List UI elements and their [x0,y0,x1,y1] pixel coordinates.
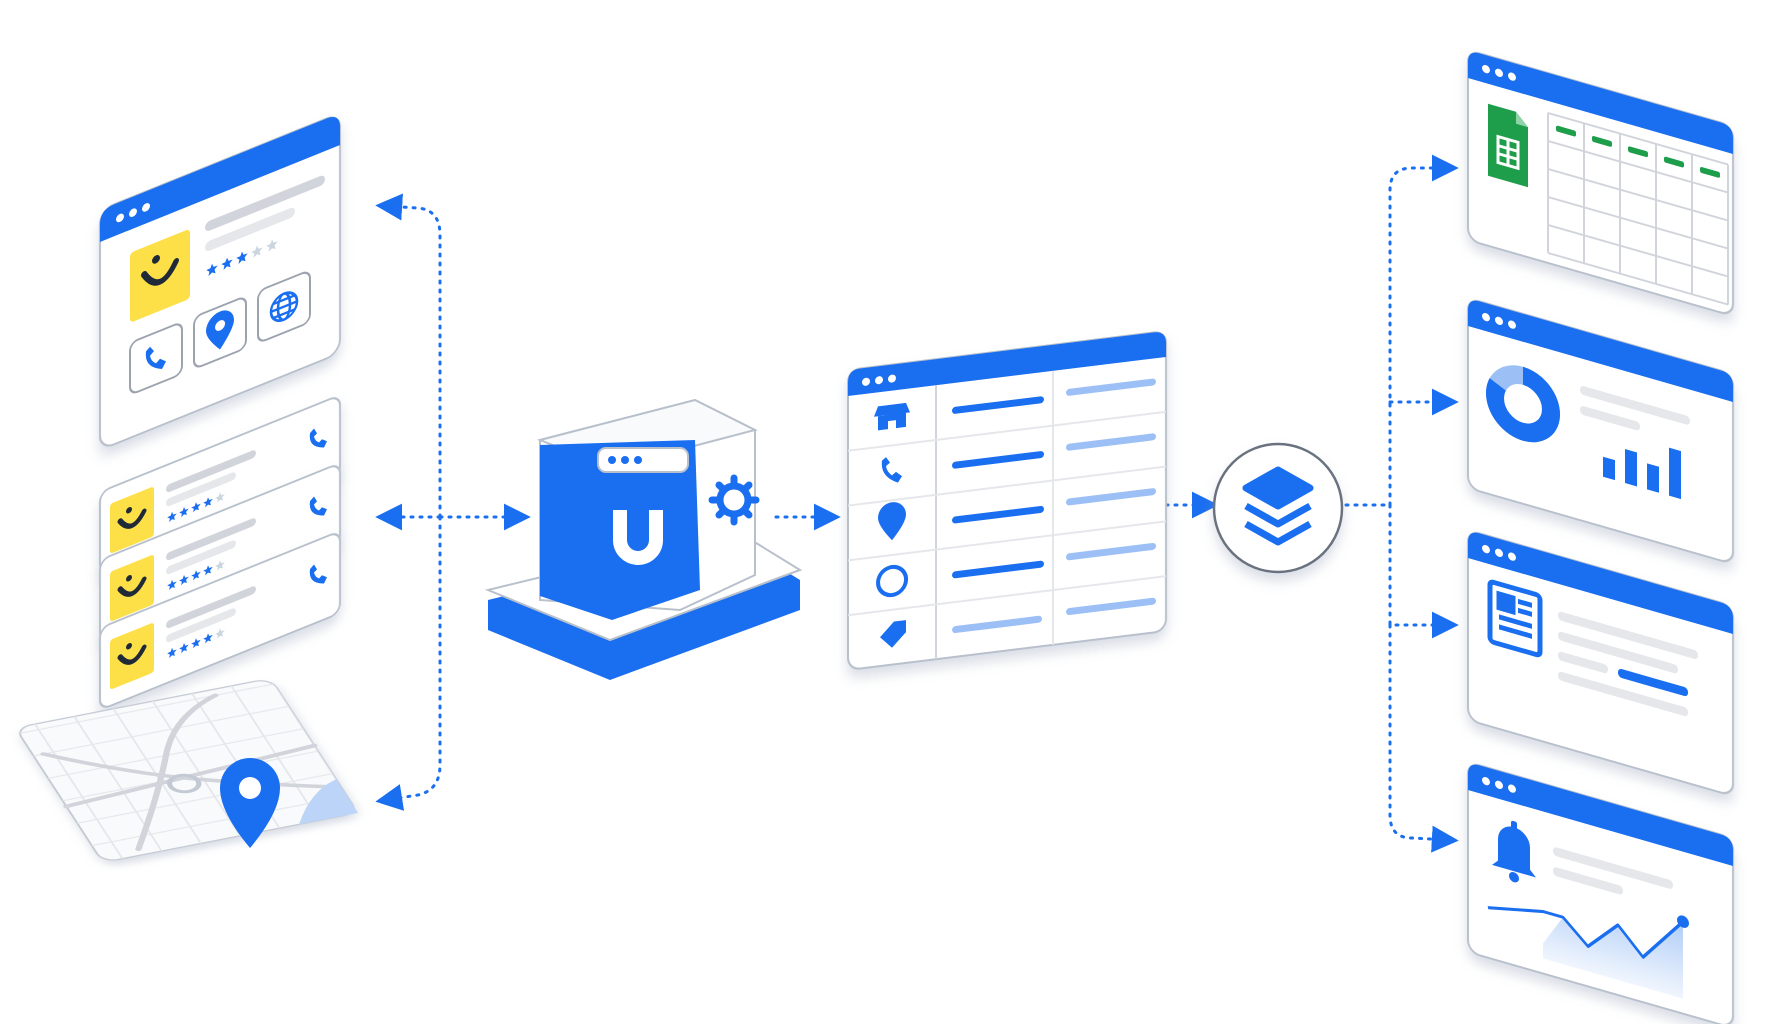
location-pin-icon [878,502,906,541]
star-icon [203,565,213,576]
connectors [375,154,1459,853]
star-icon [251,245,263,258]
location-button[interactable] [193,296,247,369]
bar-chart [1603,447,1681,500]
bar [1625,449,1637,487]
window-controls [1482,313,1516,329]
listing-card[interactable] [99,395,341,574]
star-icon [206,263,218,277]
scraper-engine [484,398,803,680]
connector-to-spreadsheet [1388,154,1459,507]
star-icon [203,497,213,508]
window-controls [1482,65,1516,81]
layers-icon [1242,466,1314,546]
bar [1669,447,1681,500]
window-controls [116,203,150,223]
connector-to-report [1388,503,1459,639]
tag-icon [880,620,906,648]
star-icon [191,570,201,581]
spreadsheet-export [1467,51,1734,315]
donut-segment [1486,365,1560,443]
star-icon [215,492,225,503]
dataset-row[interactable] [874,372,1156,431]
dataset-row[interactable] [848,520,1166,600]
dataset-rows [848,372,1166,653]
star-icon [203,633,213,644]
bell-icon [1492,820,1536,883]
listing-card[interactable] [99,531,341,710]
business-listings [99,395,341,710]
phone-icon [309,564,327,584]
connector-to-alerts [1388,623,1459,853]
header-cell [1628,146,1648,158]
dataset-row[interactable] [848,410,1166,489]
star-icon [179,507,189,518]
listing-card[interactable] [99,463,341,642]
star-icon [266,239,278,252]
window-controls [1482,777,1516,793]
dataset-table [847,331,1167,670]
website-button[interactable] [257,270,311,343]
smile-logo-icon [110,623,154,689]
star-icon [179,575,189,586]
header-cell [1556,125,1576,137]
star-icon [191,638,201,649]
business-profile-card [99,116,341,447]
spreadsheet-icon [1488,103,1528,188]
phone-button[interactable] [129,322,183,395]
phone-icon [309,428,327,448]
dataset-row[interactable] [848,575,1166,653]
star-icon [236,251,248,264]
report-icon [1487,579,1543,658]
globe-icon [269,291,299,323]
location-pin-icon [206,310,234,350]
alerts-trend [1467,763,1734,1024]
layers-hub [1212,442,1344,574]
store-icon [874,402,910,431]
header-cell [1664,156,1684,168]
star-icon [191,502,201,513]
smile-logo-icon [110,487,154,553]
globe-icon [876,564,909,598]
header-cell [1700,167,1720,178]
map-location-pin [220,758,280,848]
connector-to-profile [375,193,442,519]
header-cell [1592,136,1612,147]
star-icon [167,511,177,523]
bar [1647,463,1659,493]
star-icon [221,257,233,271]
engine-body [536,398,760,620]
smile-logo-icon [110,555,154,621]
window-controls [862,374,896,386]
bar [1603,456,1615,481]
window-controls [1482,545,1516,561]
magnet-icon [613,510,663,565]
star-icon [179,643,189,654]
star-icon [215,560,225,571]
phone-icon [309,496,327,516]
analytics-dashboard [1467,299,1734,563]
phone-icon [145,346,166,369]
star-icon [167,647,177,659]
trend-line [1487,906,1689,999]
rating-stars [206,239,278,277]
spreadsheet-grid [1547,111,1729,306]
gear-icon [708,474,760,526]
dataset-row[interactable] [848,465,1166,546]
smile-logo-icon [130,229,190,322]
engine-window-bar [597,447,689,473]
map [19,680,359,861]
phone-icon [881,457,902,483]
report-document [1467,531,1734,795]
star-icon [215,628,225,639]
star-icon [167,579,177,591]
donut-chart [1486,365,1560,443]
connector-to-map [375,515,442,811]
